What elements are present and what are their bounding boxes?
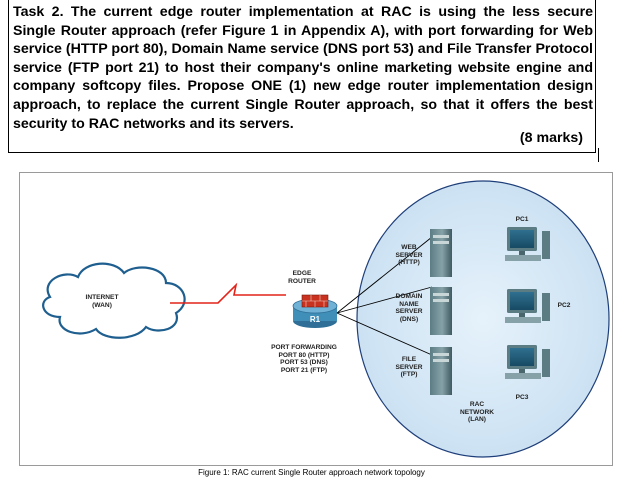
dns-server-icon — [430, 287, 452, 335]
pc2-label: PC2 — [557, 302, 571, 309]
pc3-icon — [505, 345, 550, 379]
text-cursor — [598, 148, 599, 162]
dns-server-label: DOMAIN NAME SERVER (DNS) — [395, 293, 423, 323]
pc3-label: PC3 — [515, 394, 529, 401]
web-server-label: WEB SERVER (HTTP) — [395, 244, 423, 267]
port-forwarding-label: PORT FORWARDING PORT 80 (HTTP) PORT 53 (… — [271, 344, 337, 374]
topology-diagram — [42, 180, 610, 458]
task-paragraph: Task 2. The current edge router implemen… — [13, 4, 593, 132]
internet-cloud — [42, 262, 186, 339]
pc1-label: PC1 — [515, 216, 529, 223]
figure-caption: Figure 1: RAC current Single Router appr… — [198, 468, 425, 477]
web-server-icon — [430, 229, 452, 277]
task-box — [8, 0, 596, 153]
file-server-label: FILE SERVER (FTP) — [395, 356, 423, 379]
internet-label: INTERNET (WAN) — [85, 294, 119, 309]
edge-router-label: EDGE ROUTER — [288, 270, 316, 285]
edge-router-icon — [292, 281, 338, 328]
router-name-label: R1 — [309, 315, 321, 324]
rac-network-label: RAC NETWORK (LAN) — [459, 401, 495, 424]
file-server-icon — [430, 347, 452, 395]
pc2-icon — [505, 289, 550, 323]
lan-links — [336, 236, 433, 356]
task-marks: (8 marks) — [519, 130, 583, 146]
network-topology-figure: INTERNET (WAN) EDGE ROUTER R1 PORT FORWA… — [19, 172, 613, 466]
wan-link — [170, 282, 286, 304]
pc1-icon — [505, 227, 550, 261]
